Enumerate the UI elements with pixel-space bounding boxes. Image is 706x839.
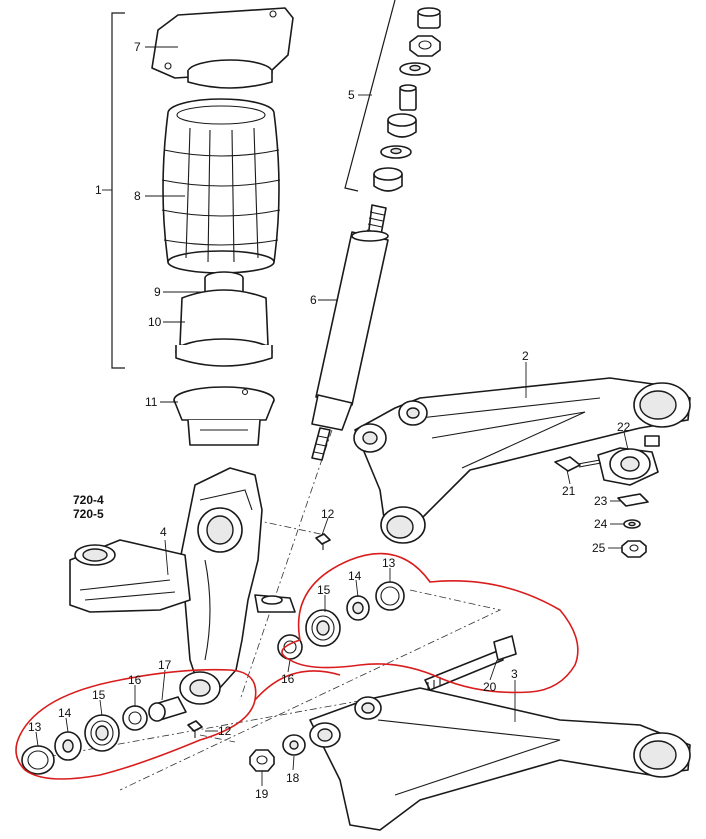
shock-mount-kit <box>344 0 441 192</box>
lower-control-arm <box>309 687 691 831</box>
callout-13-upper: 13 <box>382 556 396 570</box>
callout-14-lower: 14 <box>58 706 72 720</box>
highlight-loop-lower <box>15 668 257 780</box>
callout-7: 7 <box>134 40 141 54</box>
callout-13-lower: 13 <box>28 720 42 734</box>
callout-23: 23 <box>594 494 608 508</box>
reference-code-2: 720-5 <box>73 507 104 521</box>
steering-knuckle <box>69 467 296 705</box>
callout-15-upper: 15 <box>317 583 331 597</box>
callout-12-upper: 12 <box>321 507 335 521</box>
callout-11: 11 <box>145 395 158 409</box>
callout-15-lower: 15 <box>92 688 106 702</box>
callout-10: 10 <box>148 315 162 329</box>
leader-lines <box>35 46 629 786</box>
callout-21: 21 <box>562 484 576 498</box>
callout-2: 2 <box>522 349 529 363</box>
air-spring-piston <box>175 271 273 367</box>
shock-absorber <box>311 204 389 461</box>
callout-5: 5 <box>348 88 355 102</box>
highlight-loop-upper <box>281 552 579 694</box>
callout-17: 17 <box>158 658 172 672</box>
callout-20: 20 <box>483 680 497 694</box>
arm-bushing-hardware <box>554 435 660 558</box>
callout-6: 6 <box>310 293 317 307</box>
callout-9: 9 <box>154 285 161 299</box>
highlight-link <box>254 670 341 701</box>
callout-1: 1 <box>95 183 102 197</box>
upper-control-arm <box>353 377 691 544</box>
callout-18: 18 <box>286 771 300 785</box>
callout-22: 22 <box>617 420 631 434</box>
lower-pin-hardware <box>249 734 306 772</box>
air-spring-bellows <box>161 98 281 274</box>
grease-nipples <box>187 533 331 738</box>
callout-14-upper: 14 <box>348 569 362 583</box>
callout-3: 3 <box>511 667 518 681</box>
lower-spring-seat <box>173 386 275 446</box>
top-mount-plate <box>151 7 294 89</box>
callout-12-lower: 12 <box>218 724 232 738</box>
callout-4: 4 <box>160 525 167 539</box>
callout-16-upper: 16 <box>281 672 295 686</box>
callout-24: 24 <box>594 517 608 531</box>
pivot-pin <box>424 635 517 691</box>
callout-25: 25 <box>592 541 606 555</box>
callout-numbers: 7 8 1 9 10 11 5 6 2 3 4 12 12 15 14 13 1… <box>28 40 631 801</box>
callout-16-lower: 16 <box>128 673 142 687</box>
callout-19: 19 <box>255 787 269 801</box>
group-bracket-1 <box>111 12 125 369</box>
lower-bearing-stack <box>21 696 187 775</box>
reference-code-1: 720-4 <box>73 493 104 507</box>
upper-bearing-stack <box>277 581 405 660</box>
callout-8: 8 <box>134 189 141 203</box>
